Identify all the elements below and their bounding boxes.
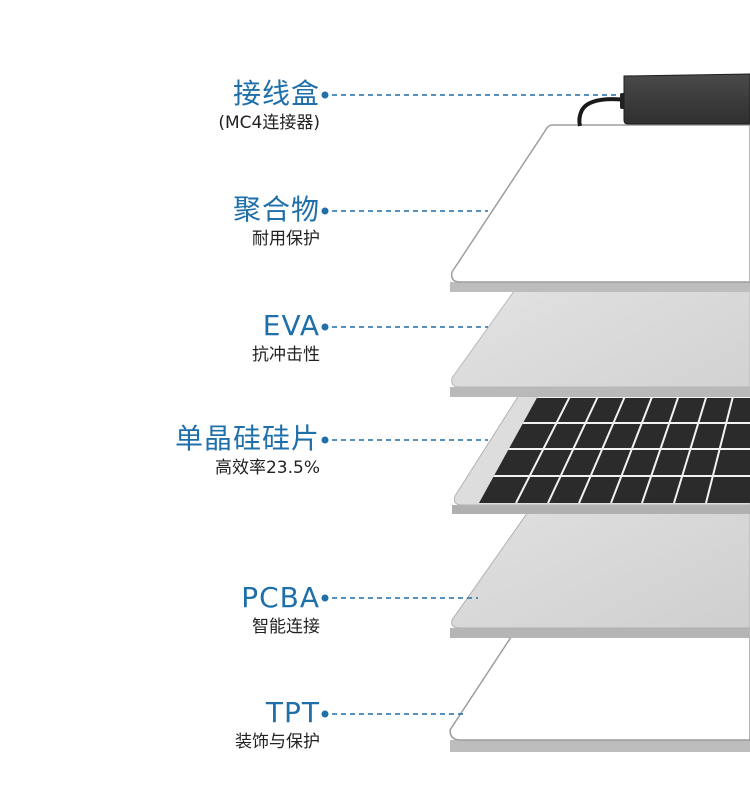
layer-desc: (MC4连接器) [218, 113, 320, 133]
leader-lines [321, 91, 620, 718]
leader-mono-cells [321, 436, 488, 444]
leader-dot [321, 91, 329, 99]
label-tpt: TPT 装饰与保护 [0, 697, 320, 753]
layer-name: 聚合物 [232, 193, 320, 226]
layer-desc: 装饰与保护 [235, 732, 320, 752]
polymer-sheet [450, 124, 750, 292]
leader-dot [321, 436, 329, 444]
junction-box [577, 73, 750, 127]
leader-tpt [321, 710, 465, 718]
layer-name: 接线盒 [232, 77, 320, 110]
leader-pcba [321, 594, 478, 602]
label-polymer: 聚合物 耐用保护 [0, 194, 320, 250]
layer-desc: 智能连接 [252, 617, 320, 637]
layer-name: 单晶硅硅片 [174, 422, 320, 455]
layer-desc: 耐用保护 [252, 229, 320, 249]
label-mono-cells: 单晶硅硅片 高效率23.5% [0, 423, 320, 479]
label-eva: EVA 抗冲击性 [0, 310, 320, 366]
leader-dot [321, 323, 329, 331]
layer-name: EVA [262, 309, 320, 342]
leader-dot [321, 710, 329, 718]
layer-desc: 抗冲击性 [252, 345, 320, 365]
label-junction-box: 接线盒 (MC4连接器) [0, 78, 320, 134]
pcba-sheet [450, 484, 750, 638]
leader-dot [321, 207, 329, 215]
label-pcba: PCBA 智能连接 [0, 582, 320, 638]
layer-name: PCBA [241, 581, 320, 614]
leader-polymer [321, 207, 488, 215]
leader-junction-box [321, 91, 620, 99]
leader-eva [321, 323, 488, 331]
leader-dot [321, 594, 329, 602]
layer-desc: 高效率23.5% [214, 458, 320, 478]
layer-name: TPT [265, 696, 320, 729]
